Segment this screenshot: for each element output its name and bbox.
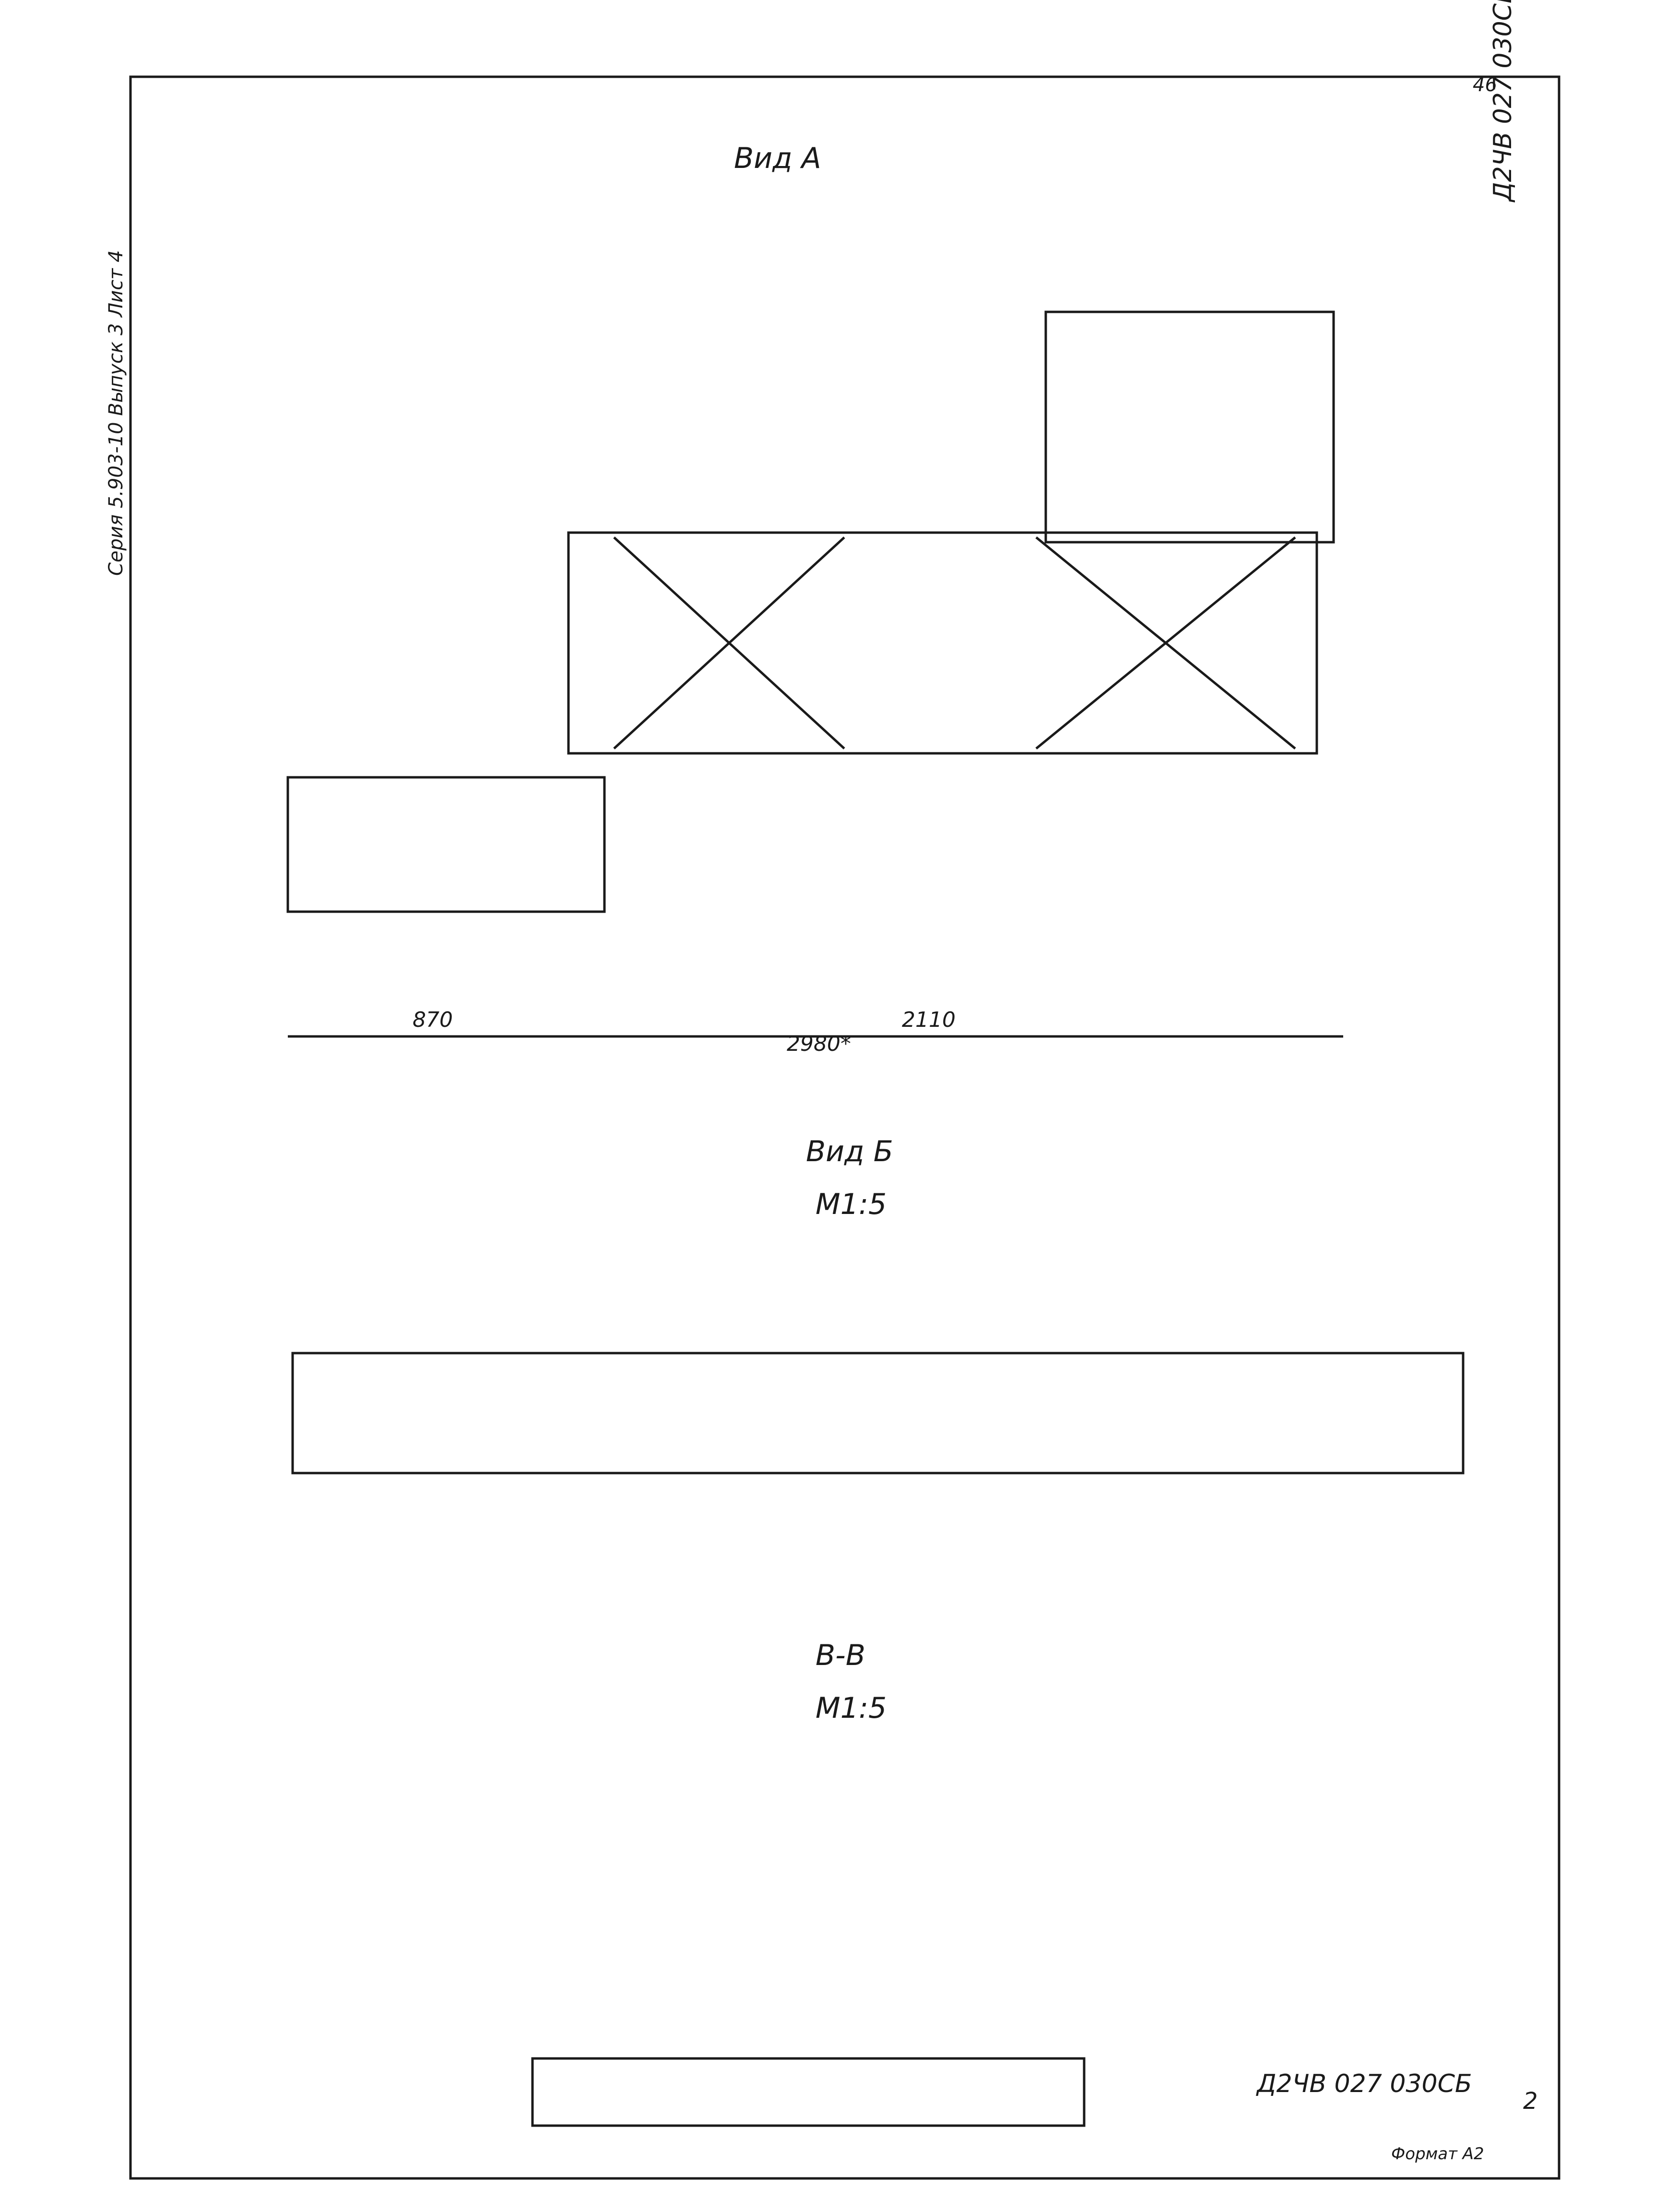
dim-2980: 2980* <box>787 1032 851 1056</box>
doc-code-stamp: Д2ЧВ 027 030СБ <box>1256 2069 1472 2098</box>
sheet-num: 46 <box>1473 74 1497 96</box>
stamp <box>531 2057 1086 2127</box>
dim-2110: 2110 <box>902 1008 956 1032</box>
sheet-no: 2 <box>1523 2088 1538 2115</box>
dim-870: 870 <box>413 1008 453 1032</box>
view-v-title: В-В <box>816 1639 865 1672</box>
sheet-frame <box>129 75 1560 2180</box>
view-b-frame <box>291 1352 1465 1475</box>
view-b-scale: М1:5 <box>816 1188 887 1221</box>
view-a-title: Вид А <box>734 142 821 175</box>
series-label: Серия 5.903-10 Выпуск 3 Лист 4 <box>105 250 127 576</box>
format-label: Формат А2 <box>1391 2144 1484 2164</box>
doc-code-top: Д2ЧВ 027 030СБ <box>1489 0 1517 202</box>
view-b-title: Вид Б <box>806 1135 893 1168</box>
view-a-frame <box>567 531 1318 755</box>
view-v-scale: М1:5 <box>816 1691 887 1725</box>
